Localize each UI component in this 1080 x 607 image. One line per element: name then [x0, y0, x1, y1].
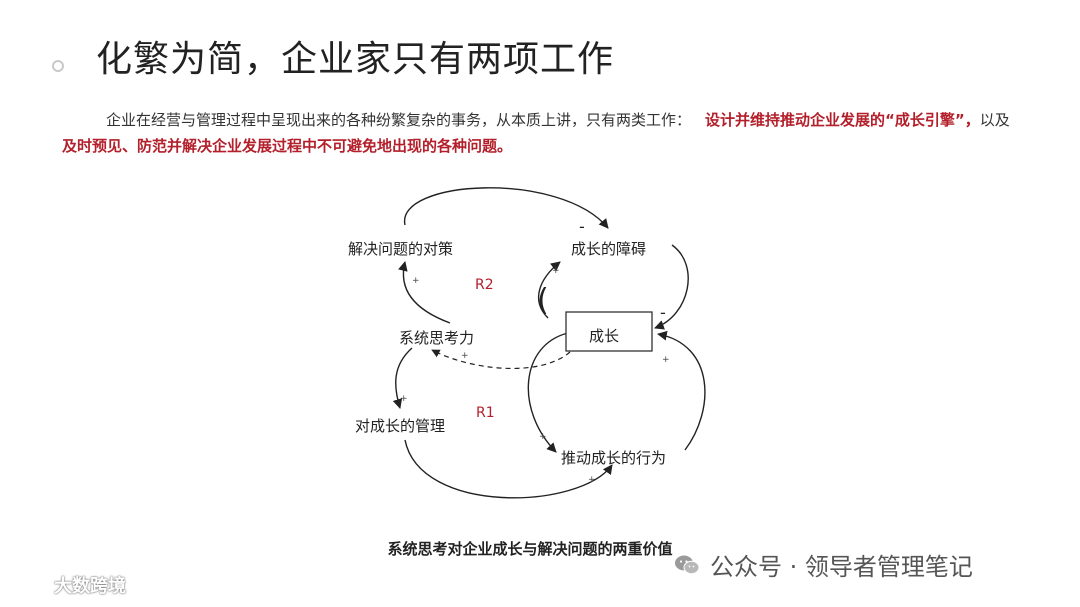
- polarity-plus-growth-right: +: [662, 355, 670, 365]
- brand-logo-icon: [8, 574, 48, 596]
- arrow-management-to-actions: [404, 439, 613, 499]
- polarity-plus-systems: +: [461, 351, 469, 361]
- arrow-actions-to-growth: [657, 330, 706, 451]
- loop-label-r2: R2: [475, 277, 494, 293]
- polarity-paren: (: [537, 283, 549, 318]
- arrow-obstacle-to-growth: [654, 244, 689, 330]
- intro-highlight-1: 设计并维持推动企业发展的“成长引擎”，: [705, 111, 980, 129]
- bullet-dot-icon: [52, 60, 64, 72]
- polarity-plus-actions-left: +: [539, 432, 547, 442]
- node-solution: 解决问题的对策: [348, 240, 453, 258]
- polarity-plus-management: +: [400, 394, 408, 404]
- diagram-caption: 系统思考对企业成长与解决问题的两重价值: [387, 540, 673, 558]
- node-systems-thinking: 系统思考力: [399, 329, 474, 347]
- polarity-plus-obstacle: +: [552, 266, 560, 276]
- watermark-left-text: 大数跨境: [54, 576, 126, 597]
- node-growth-management: 对成长的管理: [355, 417, 445, 435]
- loop-label-r1: R1: [476, 405, 495, 421]
- arrow-systems-to-solution: [398, 261, 451, 324]
- arrow-growth-to-systems-dashed: [431, 349, 571, 370]
- intro-highlight-2: 及时预见、防范并解决企业发展过程中不可避免地出现的各种问题。: [62, 137, 513, 155]
- watermark-left: 大数跨境: [8, 572, 126, 598]
- arrow-systems-to-management: [392, 347, 413, 409]
- polarity-plus-solution: +: [412, 276, 420, 286]
- arrow-growth-to-actions: [527, 332, 569, 453]
- polarity-minus-growth: -: [660, 303, 666, 322]
- watermark-right: 公众号 · 领导者管理笔记: [674, 547, 973, 582]
- polarity-minus-top: -: [579, 217, 585, 236]
- node-obstacle: 成长的障碍: [571, 240, 646, 258]
- polarity-plus-actions-bottom: +: [588, 475, 596, 485]
- intro-paragraph: 企业在经营与管理过程中呈现出来的各种纷繁复杂的事务，从本质上讲，只有两类工作： 设…: [62, 107, 1022, 159]
- node-growth: 成长: [589, 327, 619, 345]
- page-title: 化繁为简，企业家只有两项工作: [96, 39, 615, 80]
- intro-text-2: 以及: [979, 111, 1010, 129]
- intro-text-1: 企业在经营与管理过程中呈现出来的各种纷繁复杂的事务，从本质上讲，只有两类工作：: [106, 111, 692, 129]
- arrow-solution-to-obstacle: [404, 187, 609, 229]
- arrow-growth-to-obstacle: [537, 261, 561, 319]
- watermark-right-text: 公众号 · 领导者管理笔记: [710, 553, 973, 581]
- node-growth-actions: 推动成长的行为: [561, 449, 666, 467]
- wechat-icon: [674, 554, 700, 576]
- growth-box: [565, 311, 653, 352]
